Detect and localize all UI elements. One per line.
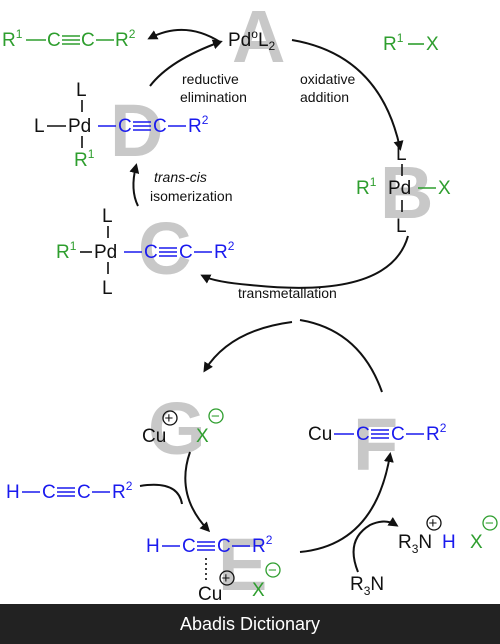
arrow-base-in	[352, 517, 399, 573]
arrow-oxidative-addition	[291, 39, 404, 151]
arrow-A-to-product	[147, 28, 221, 43]
arrow-G-to-E	[184, 451, 211, 533]
E-C1: C	[182, 536, 196, 557]
alkyne-R2: R2	[112, 479, 133, 503]
product-R1: R1	[2, 27, 23, 51]
letter-F: F	[353, 403, 398, 486]
label-addition: addition	[300, 89, 349, 105]
label-transmetallation: transmetallation	[238, 285, 337, 301]
C-R2: R2	[214, 239, 235, 263]
arrow-cycle-to-G	[203, 321, 293, 373]
D-Pd: Pd	[68, 116, 91, 137]
D-R2: R2	[188, 113, 209, 137]
label-trans-cis: trans-cis	[154, 169, 207, 185]
D-C2: C	[153, 116, 167, 137]
C-Pd: Pd	[94, 242, 117, 263]
D-L-top: L	[76, 80, 87, 101]
ammonium-X: X	[470, 532, 483, 553]
C-C2: C	[179, 242, 193, 263]
G-plus: +	[165, 410, 174, 427]
D-R1: R1	[74, 147, 95, 171]
C-R1: R1	[56, 239, 77, 263]
footer-text: Abadis Dictionary	[179, 613, 321, 634]
ammonium: R3N	[398, 532, 432, 556]
D-L-left: L	[34, 116, 45, 137]
G-Cu: Cu	[142, 426, 166, 447]
letter-B: B	[380, 151, 433, 234]
product-R2: R2	[115, 27, 136, 51]
arrow-alkyne-in	[139, 483, 183, 505]
label-isomerization: isomerization	[150, 188, 232, 204]
ammonium-minus: −	[485, 515, 494, 532]
arrow-reductive-elimination	[149, 39, 223, 87]
diagram-canvas: A B C D G F E R1 C C R2 PdoL2 R1	[2, 0, 498, 604]
C-L-bottom: L	[102, 278, 113, 299]
arrow-F-to-cycle	[299, 319, 383, 393]
arrow-E-to-F	[299, 452, 394, 553]
footer-watermark: Abadis Dictionary	[0, 604, 500, 644]
letter-E: E	[218, 523, 267, 604]
E-C2: C	[217, 536, 231, 557]
arrow-transmetallation	[200, 235, 409, 289]
F-Cu: Cu	[308, 424, 332, 445]
E-R2: R2	[252, 533, 273, 557]
label-elimination: elimination	[180, 89, 247, 105]
alkyne-C2: C	[77, 482, 91, 503]
arrow-trans-cis	[129, 163, 140, 207]
product-C2: C	[81, 30, 95, 51]
B-L-top: L	[396, 144, 407, 165]
alkyne-C1: C	[42, 482, 56, 503]
G-X: X	[196, 426, 209, 447]
F-R2: R2	[426, 421, 447, 445]
E-Cu: Cu	[198, 584, 222, 604]
ammonium-H: H	[442, 532, 456, 553]
E-H: H	[146, 536, 160, 557]
E-minus: −	[268, 562, 277, 579]
F-C2: C	[391, 424, 405, 445]
D-C1: C	[118, 116, 132, 137]
alkyne-H: H	[6, 482, 20, 503]
E-X: X	[252, 580, 265, 601]
G-minus: −	[211, 408, 220, 425]
product-C1: C	[47, 30, 61, 51]
reagent-R1: R1	[383, 31, 404, 55]
E-plus: +	[222, 570, 231, 587]
letter-G: G	[148, 387, 206, 470]
catalytic-cycle-diagram: A B C D G F E R1 C C R2 PdoL2 R1	[2, 0, 498, 604]
label-oxidative: oxidative	[300, 71, 355, 87]
C-L-top: L	[102, 206, 113, 227]
B-R1: R1	[356, 175, 377, 199]
ammonium-plus: +	[429, 515, 438, 532]
B-L-bottom: L	[396, 216, 407, 237]
letter-A: A	[232, 0, 285, 78]
base-R3N: R3N	[350, 574, 384, 598]
species-A: PdoL2	[228, 27, 276, 53]
B-X: X	[438, 178, 451, 199]
label-reductive: reductive	[182, 71, 239, 87]
C-C1: C	[144, 242, 158, 263]
B-Pd: Pd	[388, 178, 411, 199]
F-C1: C	[356, 424, 370, 445]
reagent-X: X	[426, 34, 439, 55]
